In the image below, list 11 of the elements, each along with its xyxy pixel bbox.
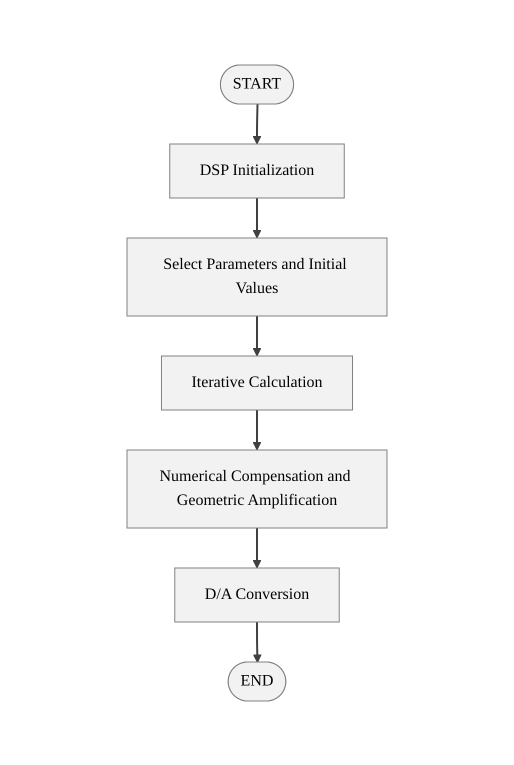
node-box: D/A Conversion	[174, 567, 340, 622]
arrow	[252, 104, 262, 144]
node-box: Select Parameters and Initial Values	[126, 237, 388, 316]
arrow	[252, 622, 262, 662]
node-box: Iterative Calculation	[160, 355, 354, 410]
arrow	[252, 410, 262, 450]
node-box: DSP Initialization	[169, 143, 345, 198]
arrow	[252, 198, 262, 238]
arrow	[252, 528, 262, 568]
node-box: Numerical Compensation and Geometric Amplification	[126, 449, 388, 528]
arrow	[252, 316, 262, 356]
